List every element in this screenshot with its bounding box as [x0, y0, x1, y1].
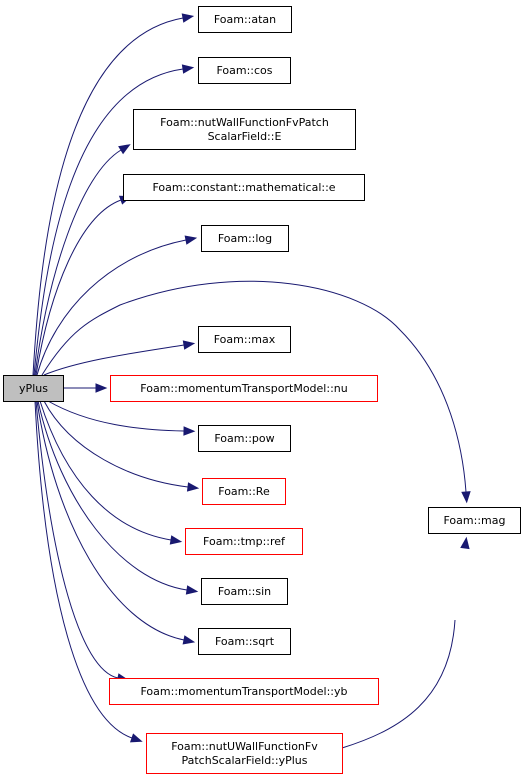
node-E-label-1: ScalarField::E [208, 130, 282, 143]
edge-root-to-atan [32, 17, 184, 376]
node-E[interactable]: Foam::nutWallFunctionFvPatchScalarField:… [133, 109, 356, 150]
node-e-box [123, 174, 365, 201]
node-yb-box [109, 678, 379, 705]
edge-root-to-E-arrowhead [118, 144, 131, 155]
edge-root-to-sin [37, 400, 188, 591]
edge-yPlus2-to-mag [341, 619, 456, 749]
edge-root-to-sqrt [36, 400, 185, 641]
edge-root-to-nu-arrowhead [95, 383, 108, 393]
edge-root-to-pow-arrowhead [183, 426, 196, 436]
node-sin[interactable]: Foam::sin [201, 578, 288, 605]
node-log[interactable]: Foam::log [201, 225, 289, 252]
node-ref-label-0: Foam::tmp::ref [203, 535, 286, 548]
node-max[interactable]: Foam::max [198, 326, 291, 353]
edge-yPlus2-to-mag-arrowhead [460, 536, 470, 550]
node-mag-box [428, 507, 521, 534]
node-cos[interactable]: Foam::cos [198, 57, 291, 84]
node-nu-label-0: Foam::momentumTransportModel::nu [140, 382, 347, 395]
node-Re-box [202, 478, 286, 505]
edge-root-to-sin-arrowhead [185, 585, 199, 595]
node-sin-label-0: Foam::sin [218, 585, 271, 598]
node-Re[interactable]: Foam::Re [202, 478, 286, 505]
edge-root-to-e [35, 199, 122, 376]
node-cos-label-0: Foam::cos [216, 64, 272, 77]
edge-root-to-Re-arrowhead [186, 482, 200, 492]
node-ref-box [185, 528, 303, 555]
node-sin-box [201, 578, 288, 605]
node-nu[interactable]: Foam::momentumTransportModel::nu [110, 375, 378, 402]
node-root-box [3, 375, 64, 402]
edge-root-to-mag [41, 280, 467, 493]
edge-root-to-yb [35, 400, 119, 679]
node-log-label-0: Foam::log [218, 232, 272, 245]
node-Re-label-0: Foam::Re [218, 485, 270, 498]
node-E-label-0: Foam::nutWallFunctionFvPatch [160, 116, 329, 129]
node-pow-label-0: Foam::pow [214, 432, 274, 445]
edge-root-to-cos-arrowhead [181, 64, 195, 74]
edge-root-to-sqrt-arrowhead [182, 635, 196, 645]
edge-root-to-Re [43, 400, 189, 488]
node-root-label-0: yPlus [19, 382, 48, 395]
node-cos-box [198, 57, 291, 84]
node-yPlus2-label-0: Foam::nutUWallFunctionFv [171, 740, 318, 753]
node-E-box [133, 109, 356, 150]
edge-root-to-mag-arrowhead [461, 491, 471, 504]
node-log-box [201, 225, 289, 252]
node-sqrt-box [198, 628, 291, 655]
edges-layer [32, 13, 471, 749]
node-atan[interactable]: Foam::atan [198, 6, 292, 33]
edge-root-to-log-arrowhead [184, 235, 198, 245]
node-e[interactable]: Foam::constant::mathematical::e [123, 174, 365, 201]
edge-root-to-log [36, 239, 187, 376]
edge-root-to-ref-arrowhead [169, 535, 183, 545]
node-atan-label-0: Foam::atan [214, 13, 276, 26]
node-mag-label-0: Foam::mag [444, 514, 506, 527]
node-e-label-0: Foam::constant::mathematical::e [152, 181, 335, 194]
edge-root-to-yPlus2 [34, 400, 133, 739]
edge-root-to-max-arrowhead [182, 340, 196, 350]
edge-root-to-max [43, 344, 185, 376]
edge-root-to-atan-arrowhead [181, 13, 195, 23]
node-yPlus2[interactable]: Foam::nutUWallFunctionFvPatchScalarField… [146, 733, 343, 774]
node-mag[interactable]: Foam::mag [428, 507, 521, 534]
node-sqrt-label-0: Foam::sqrt [215, 635, 275, 648]
edge-root-to-ref [39, 400, 172, 541]
edge-root-to-E [34, 149, 122, 376]
edge-root-to-cos [33, 68, 184, 376]
node-pow-box [198, 425, 291, 452]
node-atan-box [198, 6, 292, 33]
node-root[interactable]: yPlus [3, 375, 64, 402]
node-yPlus2-box [146, 733, 343, 774]
node-pow[interactable]: Foam::pow [198, 425, 291, 452]
edge-root-to-pow [47, 400, 185, 432]
node-yPlus2-label-1: PatchScalarField::yPlus [181, 754, 307, 767]
nodes-layer: yPlus Foam::atanFoam::cosFoam::nutWallFun… [3, 6, 521, 774]
node-ref[interactable]: Foam::tmp::ref [185, 528, 303, 555]
node-yb[interactable]: Foam::momentumTransportModel::yb [109, 678, 379, 705]
edge-root-to-yPlus2-arrowhead [129, 733, 143, 743]
node-max-label-0: Foam::max [214, 333, 276, 346]
node-max-box [198, 326, 291, 353]
node-nu-box [110, 375, 378, 402]
node-yb-label-0: Foam::momentumTransportModel::yb [141, 685, 348, 698]
node-sqrt[interactable]: Foam::sqrt [198, 628, 291, 655]
